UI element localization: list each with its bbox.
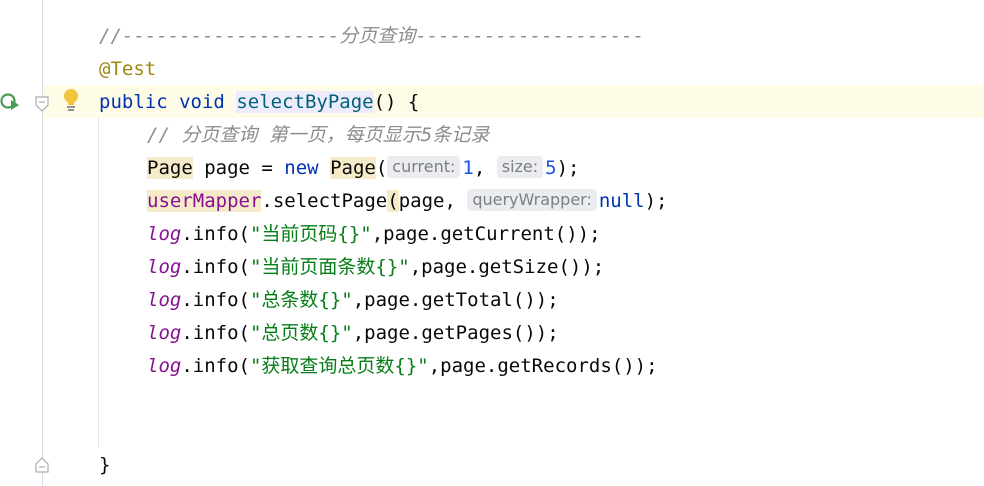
page-declaration: Page page = new Page(current:1, size:5);: [147, 156, 580, 179]
fold-arrow-icon[interactable]: [34, 456, 50, 474]
log-line: log.info("获取查询总页数{}",page.getRecords());: [147, 355, 658, 377]
indent-guide: [98, 118, 99, 448]
run-test-icon[interactable]: [0, 92, 20, 112]
log-line: log.info("总页数{}",page.getPages());: [147, 322, 559, 344]
fold-arrow-icon[interactable]: [34, 95, 50, 113]
param-hint-size: size:: [496, 156, 544, 178]
closing-brace: }: [99, 454, 111, 476]
select-page-call: userMapper.selectPage(page, queryWrapper…: [147, 189, 668, 212]
test-annotation: @Test: [99, 58, 157, 80]
param-hint-query-wrapper: queryWrapper:: [467, 189, 597, 211]
gutter-divider: [42, 0, 43, 486]
log-line: log.info("当前页码{}",page.getCurrent());: [147, 223, 601, 245]
log-line: log.info("当前页面条数{}",page.getSize());: [147, 256, 605, 278]
method-signature: public void selectByPage() {: [99, 91, 420, 113]
log-line: log.info("总条数{}",page.getTotal());: [147, 289, 559, 311]
lightbulb-icon[interactable]: [62, 88, 80, 112]
method-name[interactable]: selectByPage: [236, 91, 374, 113]
editor-gutter: [0, 0, 42, 486]
param-hint-current: current:: [387, 156, 461, 178]
separator-comment: //-------------------分页查询---------------…: [99, 25, 645, 47]
code-comment: // 分页查询 第一页，每页显示5条记录: [147, 124, 490, 146]
current-line-highlight: [43, 85, 984, 118]
